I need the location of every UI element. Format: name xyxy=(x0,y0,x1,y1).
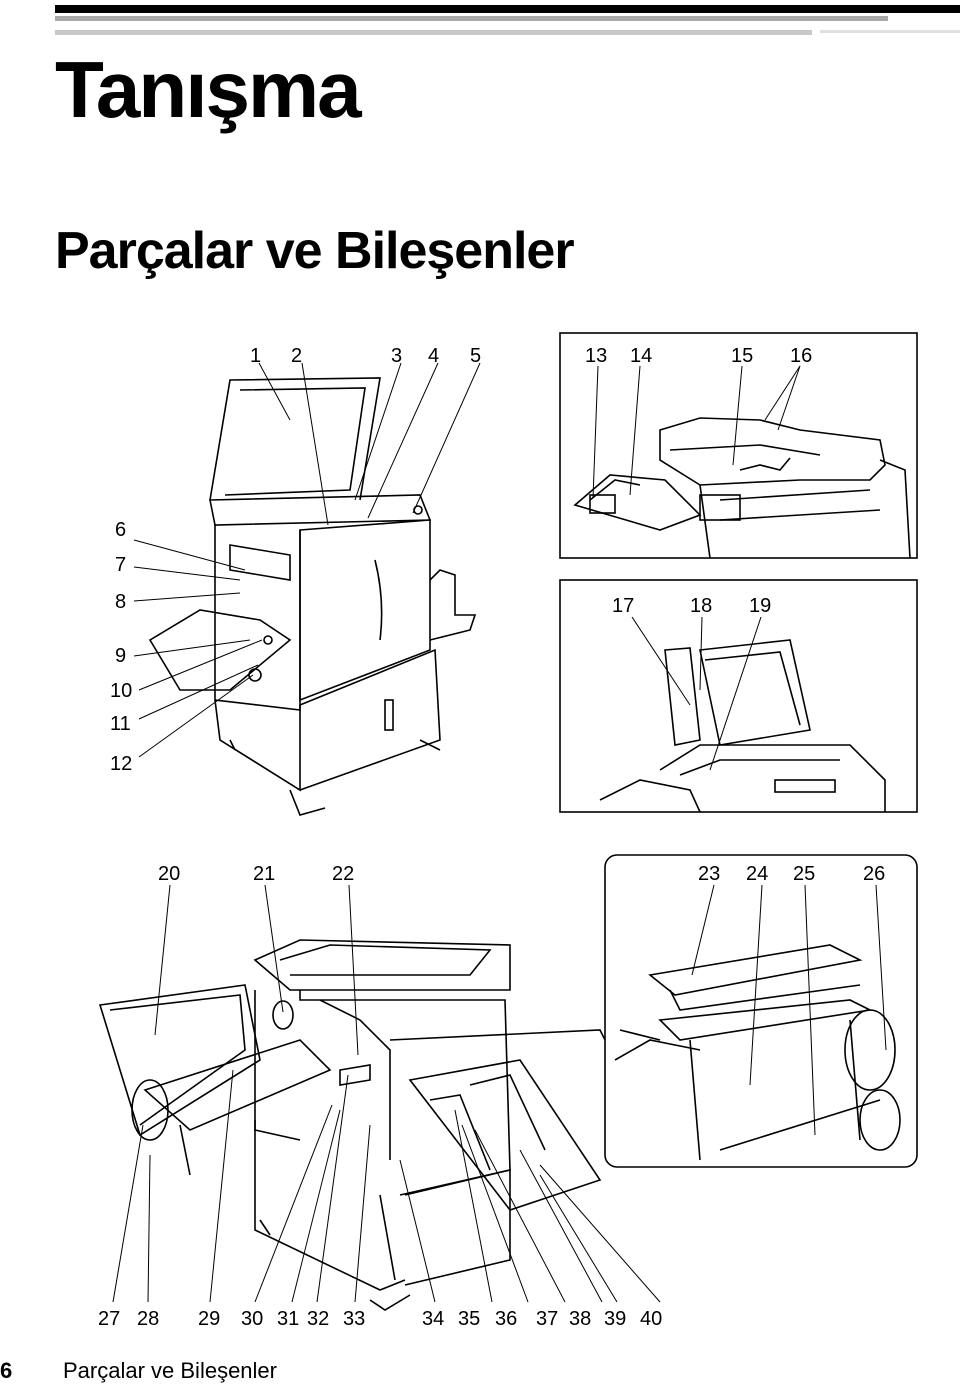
callout-36: 36 xyxy=(495,1308,517,1330)
inset-adf-frame xyxy=(559,332,918,559)
callout-17: 17 xyxy=(612,595,634,617)
callout-16: 16 xyxy=(790,345,812,367)
page-title: Tanışma xyxy=(55,45,362,134)
callout-35: 35 xyxy=(458,1308,480,1330)
header-rule-gray xyxy=(55,16,888,21)
callout-38: 38 xyxy=(569,1308,591,1330)
callout-18: 18 xyxy=(690,595,712,617)
callout-26: 26 xyxy=(863,863,885,885)
callout-22: 22 xyxy=(332,863,354,885)
callout-30: 30 xyxy=(241,1308,263,1330)
inset-adf-illustration xyxy=(573,417,911,559)
footer-section-label: Parçalar ve Bileşenler xyxy=(63,1358,277,1383)
callout-34: 34 xyxy=(422,1308,444,1330)
callout-33: 33 xyxy=(343,1308,365,1330)
callout-13: 13 xyxy=(585,345,607,367)
callout-8: 8 xyxy=(115,591,126,613)
callout-6: 6 xyxy=(115,519,126,541)
inset-drum-illustration xyxy=(614,944,901,1161)
callout-5: 5 xyxy=(470,345,481,367)
callout-23: 23 xyxy=(698,863,720,885)
callout-9: 9 xyxy=(115,645,126,667)
section-heading: Parçalar ve Bileşenler xyxy=(55,222,575,280)
header-rule-light xyxy=(55,30,812,35)
callout-28: 28 xyxy=(137,1308,159,1330)
callout-24: 24 xyxy=(746,863,768,885)
callout-11: 11 xyxy=(110,713,131,735)
callout-32: 32 xyxy=(307,1308,329,1330)
callout-25: 25 xyxy=(793,863,815,885)
callout-21: 21 xyxy=(253,863,275,885)
callout-2: 2 xyxy=(291,345,302,367)
callout-19: 19 xyxy=(749,595,771,617)
callout-10: 10 xyxy=(110,680,132,702)
leader-lines xyxy=(112,362,887,1303)
callout-labels: 1 2 3 4 5 6 7 8 9 10 11 12 13 14 15 16 1… xyxy=(98,345,885,1330)
open-machine-illustration xyxy=(98,939,661,1311)
callout-3: 3 xyxy=(391,345,402,367)
callout-1: 1 xyxy=(250,345,261,367)
callout-15: 15 xyxy=(731,345,753,367)
callout-12: 12 xyxy=(110,753,132,775)
header-rule-faint xyxy=(820,30,960,33)
inset-glass-illustration xyxy=(599,639,886,813)
callout-37: 37 xyxy=(536,1308,558,1330)
main-machine-illustration xyxy=(148,377,477,816)
inset-glass-frame xyxy=(559,579,918,813)
callout-29: 29 xyxy=(198,1308,220,1330)
callout-39: 39 xyxy=(604,1308,626,1330)
callout-27: 27 xyxy=(98,1308,120,1330)
callout-14: 14 xyxy=(630,345,652,367)
callout-40: 40 xyxy=(640,1308,662,1330)
callout-20: 20 xyxy=(158,863,180,885)
header-rule-black xyxy=(55,5,960,13)
page-number: 6 xyxy=(0,1358,13,1383)
callout-31: 31 xyxy=(277,1308,299,1330)
callout-7: 7 xyxy=(115,554,126,576)
inset-drum-frame xyxy=(604,854,918,1168)
callout-4: 4 xyxy=(428,345,439,367)
